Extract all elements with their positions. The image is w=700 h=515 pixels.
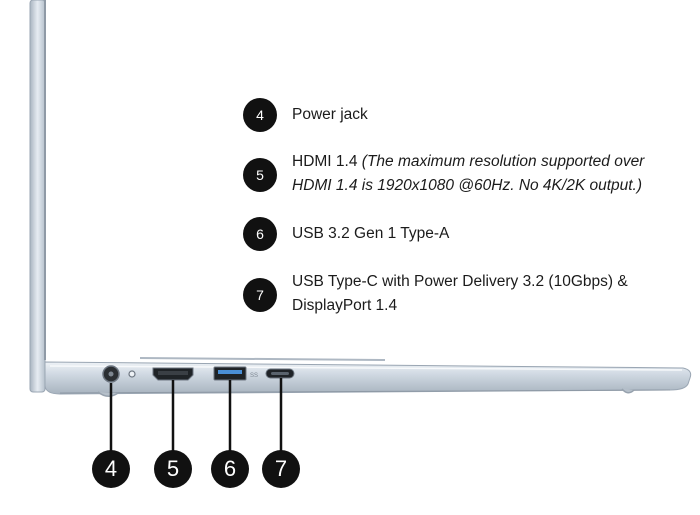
usb-a-port: SS [213,366,258,381]
laptop-lid [29,0,46,393]
legend-item-hdmi: 5 HDMI 1.4 (The maximum resolution suppo… [243,153,644,198]
legend-label: HDMI 1.4 (The maximum resolution support… [292,150,644,198]
legend-badge: 7 [243,278,277,312]
legend-badge: 6 [243,217,277,251]
callout-badge-7: 7 [262,450,300,488]
callout-badge-6: 6 [211,450,249,488]
legend-label-text: HDMI 1.4 [292,153,358,170]
legend-label-text: USB Type-C with Power Delivery 3.2 (10Gb… [292,273,628,290]
svg-text:SS: SS [250,373,258,379]
legend-note-line-2: HDMI 1.4 is 1920x1080 @60Hz. No 4K/2K ou… [292,177,643,194]
legend-label-text-line-2: DisplayPort 1.4 [292,297,398,314]
legend-label-text: USB 3.2 Gen 1 Type-A [292,225,450,242]
laptop-base [44,357,692,397]
hdmi-port [152,367,194,381]
legend-item-power-jack: 4 Power jack [243,98,368,132]
legend-note: (The maximum resolution supported over [361,153,645,170]
legend-label: USB 3.2 Gen 1 Type-A [292,217,449,246]
legend-badge: 4 [243,98,277,132]
callout-badge-4: 4 [92,450,130,488]
usb-c-port [265,368,295,379]
legend-item-usb-c: 7 USB Type-C with Power Delivery 3.2 (10… [243,273,628,318]
legend-label: USB Type-C with Power Delivery 3.2 (10Gb… [292,270,628,318]
power-led [128,370,136,378]
legend-label: Power jack [292,98,368,127]
leader-lines [109,378,283,452]
legend-item-usb-a: 6 USB 3.2 Gen 1 Type-A [243,217,449,251]
legend-badge: 5 [243,158,277,192]
power-jack-port [102,365,120,383]
legend-label-text: Power jack [292,106,368,123]
callout-badge-5: 5 [154,450,192,488]
